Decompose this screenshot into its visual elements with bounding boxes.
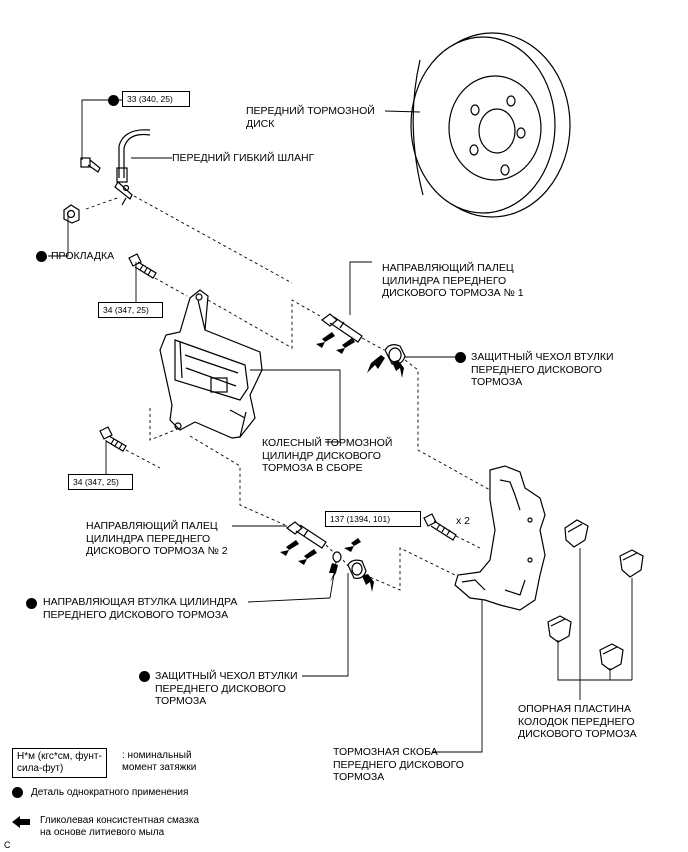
carrier-bolt bbox=[423, 513, 457, 541]
brake-caliper-bracket bbox=[454, 465, 546, 611]
single-use-dot bbox=[108, 95, 119, 106]
single-use-dot bbox=[36, 251, 47, 262]
boot-bottom bbox=[347, 559, 367, 579]
grease-arrows bbox=[280, 332, 404, 592]
single-use-dot bbox=[139, 671, 150, 682]
legend-dot bbox=[12, 787, 23, 798]
assembly-lines bbox=[85, 195, 491, 591]
brake-hose bbox=[114, 129, 151, 206]
single-use-dot bbox=[26, 598, 37, 609]
legend-arrow-icon bbox=[12, 816, 30, 828]
union-bolt bbox=[80, 157, 101, 173]
torque-box-4: 137 (1394, 101) bbox=[325, 511, 421, 527]
label-x2: x 2 bbox=[456, 515, 471, 527]
legend-unit-box: Н*м (кгс*см, фунт-сила-фут) bbox=[12, 748, 107, 778]
pad-support-plates bbox=[547, 519, 644, 671]
corner-mark: C bbox=[4, 840, 11, 850]
single-use-dot bbox=[455, 352, 466, 363]
leader-lines bbox=[48, 99, 633, 753]
torque-box-1: 33 (340, 25) bbox=[122, 91, 190, 107]
torque-box-3: 34 (347, 25) bbox=[68, 474, 133, 490]
guide-pin-2 bbox=[286, 521, 327, 549]
brake-disc bbox=[410, 32, 571, 218]
caliper-bolt-upper bbox=[128, 253, 157, 279]
legend-single-use: Деталь однократного применения bbox=[31, 787, 189, 798]
guide-pin-1 bbox=[321, 313, 363, 343]
brake-cylinder bbox=[159, 289, 263, 439]
bushing bbox=[332, 551, 342, 563]
caliper-bolt-lower bbox=[99, 426, 127, 452]
label-gasket: ПРОКЛАДКА bbox=[51, 250, 115, 262]
gasket bbox=[63, 204, 80, 224]
label-hose: ПЕРЕДНИЙ ГИБКИЙ ШЛАНГ bbox=[172, 152, 315, 164]
torque-box-2: 34 (347, 25) bbox=[98, 302, 163, 318]
